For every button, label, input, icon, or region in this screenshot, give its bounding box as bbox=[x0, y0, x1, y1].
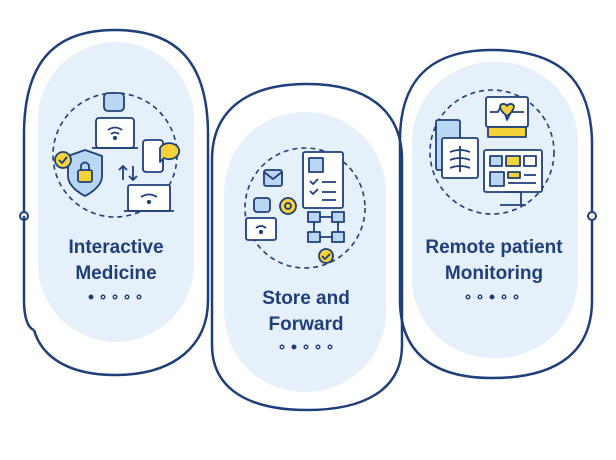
card-3-connector-dot bbox=[587, 211, 597, 221]
card-3-title-line1: Remote patient bbox=[425, 237, 563, 258]
card-1-panel bbox=[38, 42, 194, 342]
telemedicine-doctor-icon bbox=[54, 92, 181, 212]
card-1-dots bbox=[88, 294, 142, 300]
remote-monitoring-devices-icon bbox=[435, 96, 543, 206]
card-1-outline bbox=[22, 28, 210, 377]
card-2-title-line2: Forward bbox=[268, 314, 344, 335]
card-3-dots bbox=[465, 294, 519, 300]
card-2-outline bbox=[210, 82, 404, 412]
card-2-title: Store and Forward bbox=[226, 286, 386, 338]
card-3-title: Remote patient Monitoring bbox=[408, 235, 580, 287]
store-forward-records-icon bbox=[245, 151, 345, 264]
card-2-icon-ring bbox=[244, 147, 366, 269]
card-1-title: Interactive Medicine bbox=[40, 235, 192, 287]
card-2-dots bbox=[279, 344, 333, 350]
card-3-title-line2: Monitoring bbox=[444, 263, 544, 284]
card-1-title-line2: Medicine bbox=[75, 263, 157, 284]
card-2-title-line1: Store and bbox=[262, 288, 350, 309]
card-1-outline-left bbox=[22, 216, 35, 332]
card-1-title-line1: Interactive bbox=[68, 237, 164, 258]
card-3-icon-ring bbox=[429, 89, 555, 215]
